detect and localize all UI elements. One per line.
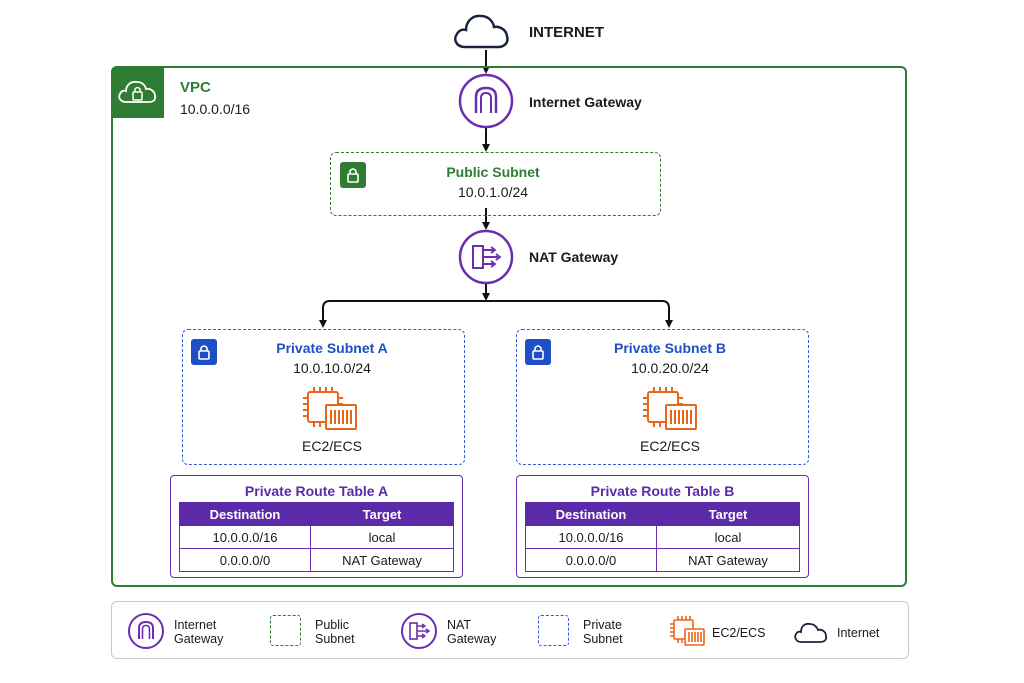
lock-icon [532,345,544,360]
target-cell: NAT Gateway [656,548,800,572]
destination-cell: 0.0.0.0/0 [525,548,657,572]
legend-text-line: Gateway [447,632,497,646]
target-cell: NAT Gateway [310,548,454,572]
route-table-a-grid: Destination Target 10.0.0.0/16 local 0.0… [179,502,454,572]
table-row: 10.0.0.0/16 local [525,525,800,549]
internet-gateway-label: Internet Gateway [529,94,642,110]
table-header-row: Destination Target [179,502,454,526]
private-subnet-a-lock-badge [191,339,217,365]
legend-cloud-icon [794,622,828,643]
public-subnet-title: Public Subnet [446,164,540,180]
private-subnet-b-lock-badge [525,339,551,365]
ec2-chip-icon [643,387,697,430]
legend-text-line: Public [315,618,350,632]
column-header: Target [310,502,454,526]
lock-icon [347,168,359,183]
destination-cell: 10.0.0.0/16 [179,525,311,549]
route-table-b-grid: Destination Target 10.0.0.0/16 local 0.0… [525,502,800,572]
lock-icon [198,345,210,360]
legend-private-subnet-label: Private Subnet [583,618,623,646]
route-table-a-title: Private Route Table A [244,483,389,499]
route-table-b [516,475,809,578]
legend-text-line: Subnet [315,632,355,646]
column-header: Destination [525,502,657,526]
destination-cell: 10.0.0.0/16 [525,525,657,549]
target-cell: local [310,525,454,549]
table-row: 0.0.0.0/0 NAT Gateway [179,548,454,572]
route-table-b-title: Private Route Table B [590,483,735,499]
private-subnet-b-compute-label: EC2/ECS [640,438,700,454]
vpc-badge [111,66,164,118]
destination-cell: 0.0.0.0/0 [179,548,311,572]
private-subnet-a-cidr: 10.0.10.0/24 [293,360,371,376]
public-subnet-lock-badge [340,162,366,188]
arrow-to-private-subnet-a [319,300,486,328]
legend [111,601,909,659]
table-row: 0.0.0.0/0 NAT Gateway [525,548,800,572]
legend-internet-label: Internet [837,626,880,640]
vpc-container [111,66,907,587]
arrow-to-private-subnet-b [486,300,673,328]
ec2-chip-icon [303,387,357,430]
legend-text-line: Internet [174,618,217,632]
legend-nat-gateway-label: NAT Gateway [447,618,496,646]
table-row: 10.0.0.0/16 local [179,525,454,549]
private-subnet-b [516,329,809,465]
private-subnet-b-cidr: 10.0.20.0/24 [631,360,709,376]
public-subnet-cidr: 10.0.1.0/24 [457,184,529,200]
legend-nat-gateway-icon [401,613,437,649]
legend-private-subnet-swatch [538,615,569,646]
table-header-row: Destination Target [525,502,800,526]
legend-text-line: Gateway [174,632,224,646]
public-subnet [330,152,661,216]
vpc-cidr: 10.0.0.0/16 [180,101,251,117]
legend-public-subnet-label: Public Subnet [315,618,355,646]
private-subnet-a [182,329,465,465]
vpc-title: VPC [180,79,211,96]
legend-text-line: Subnet [583,632,623,646]
column-header: Target [656,502,800,526]
private-subnet-a-compute-label: EC2/ECS [302,438,362,454]
cloud-icon [454,14,509,49]
legend-ec2-chip-icon [670,616,705,646]
internet-gateway-icon [458,73,514,129]
legend-internet-gateway-label: Internet Gateway [174,618,223,646]
private-subnet-a-title: Private Subnet A [276,340,388,356]
column-header: Destination [179,502,311,526]
nat-gateway-label: NAT Gateway [529,249,619,265]
legend-public-subnet-swatch [270,615,301,646]
cloud-lock-icon [118,80,157,103]
legend-text-line: NAT [447,618,472,632]
legend-ec2-label: EC2/ECS [712,626,766,640]
legend-text-line: Private [583,618,622,632]
internet-label: INTERNET [529,24,604,41]
private-subnet-b-title: Private Subnet B [613,340,727,356]
target-cell: local [656,525,800,549]
nat-gateway-icon [458,229,514,285]
legend-internet-gateway-icon [128,613,164,649]
route-table-a [170,475,463,578]
